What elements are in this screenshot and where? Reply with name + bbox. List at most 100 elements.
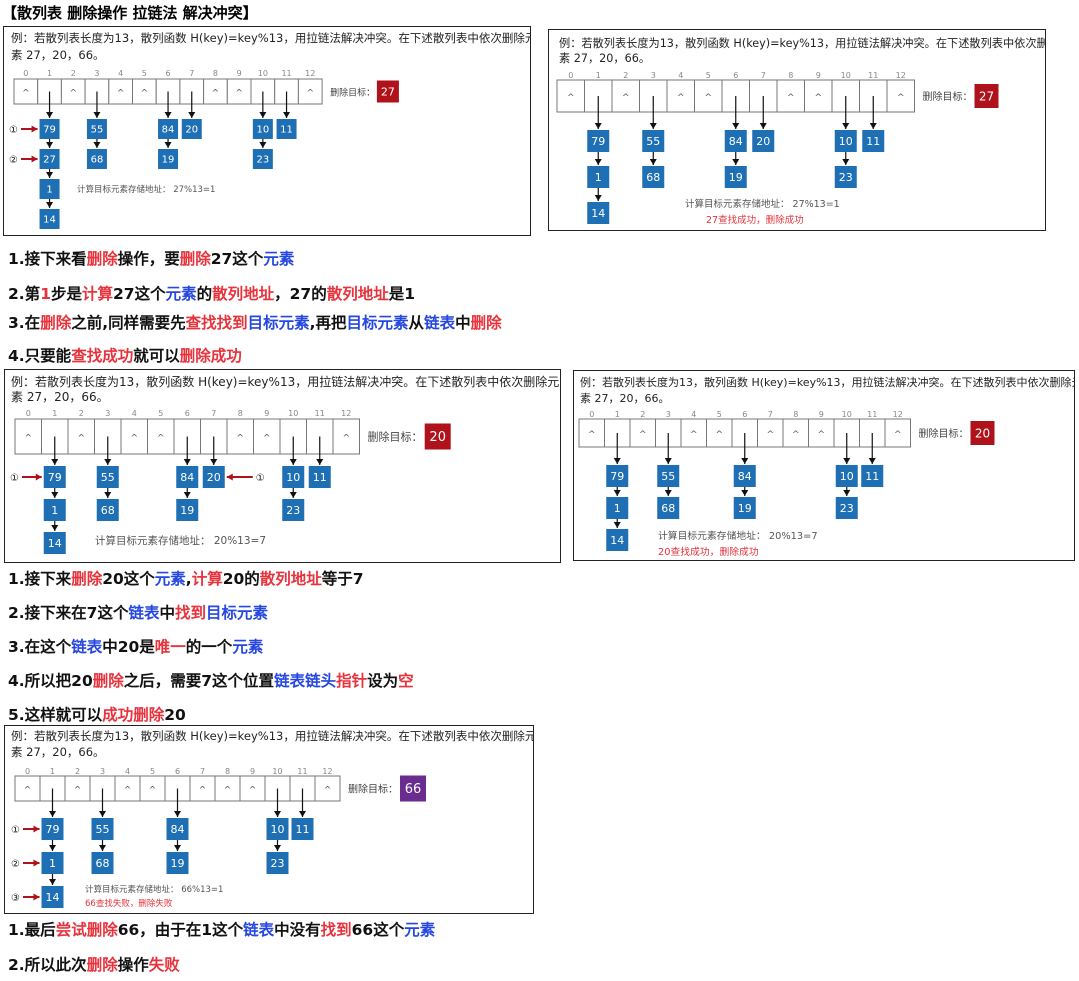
- step-marker-label: ②: [11, 859, 20, 870]
- step-text-segment: 目标元素: [247, 314, 310, 332]
- step-text-segment: ,: [185, 570, 192, 588]
- arrow-head: [732, 123, 740, 129]
- step-text-segment: 尝试: [55, 921, 87, 939]
- step-text-segment: 链表: [243, 921, 275, 939]
- chain-node: [166, 818, 189, 840]
- arrow-head: [732, 159, 740, 165]
- slot-index-label: 5: [706, 71, 711, 80]
- arrow-head: [33, 825, 40, 833]
- step-text-segment: 删除: [133, 706, 165, 724]
- chain-node: [96, 466, 119, 488]
- chain-node-value: 11: [296, 823, 310, 836]
- example-text: 例：若散列表长度为13，散列函数 H(key)=key%13，用拉链法解决冲突。…: [559, 36, 1045, 50]
- chain-node-value: 84: [171, 823, 185, 836]
- arrow-head: [843, 490, 851, 496]
- slot-index-label: 12: [893, 410, 903, 419]
- chain-node-value: 10: [840, 470, 854, 483]
- chain-node-value: 84: [729, 135, 743, 148]
- chain-node-value: 23: [840, 502, 854, 515]
- chain-node: [202, 466, 225, 488]
- chain-node-value: 55: [661, 470, 675, 483]
- arrow-head: [613, 490, 621, 496]
- slot-index-label: 7: [761, 71, 766, 80]
- chain-node-value: 79: [46, 823, 60, 836]
- address-calculation-text: 计算目标元素存储地址： 66%13=1: [85, 884, 223, 895]
- null-pointer-symbol: ^: [24, 786, 32, 796]
- chain-node: [41, 886, 64, 908]
- null-pointer-symbol: ^: [787, 93, 795, 103]
- chain-node: [642, 166, 665, 188]
- arrow-head: [316, 459, 324, 465]
- step-text-segment: 找到: [320, 921, 352, 939]
- step-text-segment: 是1: [388, 285, 416, 303]
- chain-node: [835, 465, 858, 487]
- chain-node: [861, 465, 884, 487]
- chain-node-value: 23: [256, 155, 269, 166]
- chain-node: [834, 130, 857, 152]
- chain-node: [91, 818, 114, 840]
- step-text-segment: 元素: [263, 250, 295, 268]
- step-text-segment: 删除: [92, 672, 124, 690]
- arrow-head: [741, 458, 749, 464]
- hash-slot-cell: [578, 418, 605, 448]
- arrow-head: [49, 879, 56, 885]
- step-text-segment: 3.在: [8, 314, 41, 332]
- chain-node-value: 55: [96, 823, 110, 836]
- null-pointer-symbol: ^: [77, 434, 85, 444]
- chain-node: [39, 119, 60, 139]
- arrow-head: [93, 142, 101, 148]
- step-text-segment: 从: [408, 314, 425, 332]
- slot-index-label: 6: [733, 71, 738, 80]
- chain-node: [176, 499, 199, 521]
- step-text-segment: 目标元素: [206, 604, 269, 622]
- chain-node-value: 23: [286, 504, 300, 517]
- delete-target-value: 20: [429, 430, 446, 445]
- step-text-segment: 1.接下来看: [8, 250, 87, 268]
- step-line: 1.接下来看删除操作，要删除27这个元素: [8, 247, 294, 269]
- chain-node: [166, 852, 189, 874]
- slot-index-label: 6: [166, 69, 171, 78]
- step-line: 4.所以把20删除之后，需要7这个位置链表链头指针设为空: [8, 669, 414, 691]
- slot-index-label: 11: [315, 409, 325, 418]
- arrow-head: [35, 473, 42, 481]
- chain-node-value: 79: [48, 471, 62, 484]
- step-line: 1.接下来删除20这个元素,计算20的散列地址等于7: [8, 567, 364, 589]
- slot-index-label: 1: [596, 71, 601, 80]
- delete-target-box: [424, 423, 451, 450]
- chain-node-value: 79: [43, 125, 56, 136]
- step-text-segment: 中没有: [274, 921, 321, 939]
- chain-node-value: 14: [46, 891, 60, 904]
- hash-slot-cell: [694, 79, 723, 113]
- example-text: 例：若散列表长度为13，散列函数 H(key)=key%13，用拉链法解决冲突。…: [11, 31, 530, 45]
- arrow-head: [842, 123, 850, 129]
- null-pointer-symbol: ^: [792, 430, 800, 440]
- null-pointer-symbol: ^: [149, 786, 157, 796]
- null-pointer-symbol: ^: [639, 430, 647, 440]
- step-line: 2.第1步是计算27这个元素的散列地址，27的散列地址是1: [8, 282, 415, 304]
- example-text: 素 27，20，66。: [580, 392, 670, 405]
- null-pointer-symbol: ^: [324, 786, 332, 796]
- example-text: 例：若散列表长度为13，散列函数 H(key)=key%13，用拉链法解决冲突。…: [580, 375, 1074, 389]
- step-text-segment: 1.最后: [8, 921, 56, 939]
- step-text-segment: 操作: [117, 956, 149, 974]
- step-text-segment: 66，由于在1这个: [117, 921, 244, 939]
- arrow-head: [868, 458, 876, 464]
- slot-index-label: 8: [238, 409, 243, 418]
- chain-node: [91, 852, 114, 874]
- step-text-segment: 删除: [86, 921, 118, 939]
- chain-node-value: 68: [101, 504, 115, 517]
- chain-node: [657, 465, 680, 487]
- slot-index-label: 7: [211, 409, 216, 418]
- arrow-head: [274, 845, 281, 851]
- delete-target-label: 删除目标：: [330, 87, 375, 99]
- slot-index-label: 9: [237, 69, 242, 78]
- delete-target-value: 66: [405, 782, 422, 797]
- delete-target-label: 删除目标：: [919, 427, 969, 440]
- arrow-head: [259, 142, 267, 148]
- step-text-segment: 2.接下来在7这个: [8, 604, 129, 622]
- slot-index-label: 9: [819, 410, 824, 419]
- step-text-segment: 删除: [86, 956, 118, 974]
- chain-node-value: 1: [51, 504, 58, 517]
- chain-node: [86, 119, 107, 139]
- chain-node-value: 68: [646, 171, 660, 184]
